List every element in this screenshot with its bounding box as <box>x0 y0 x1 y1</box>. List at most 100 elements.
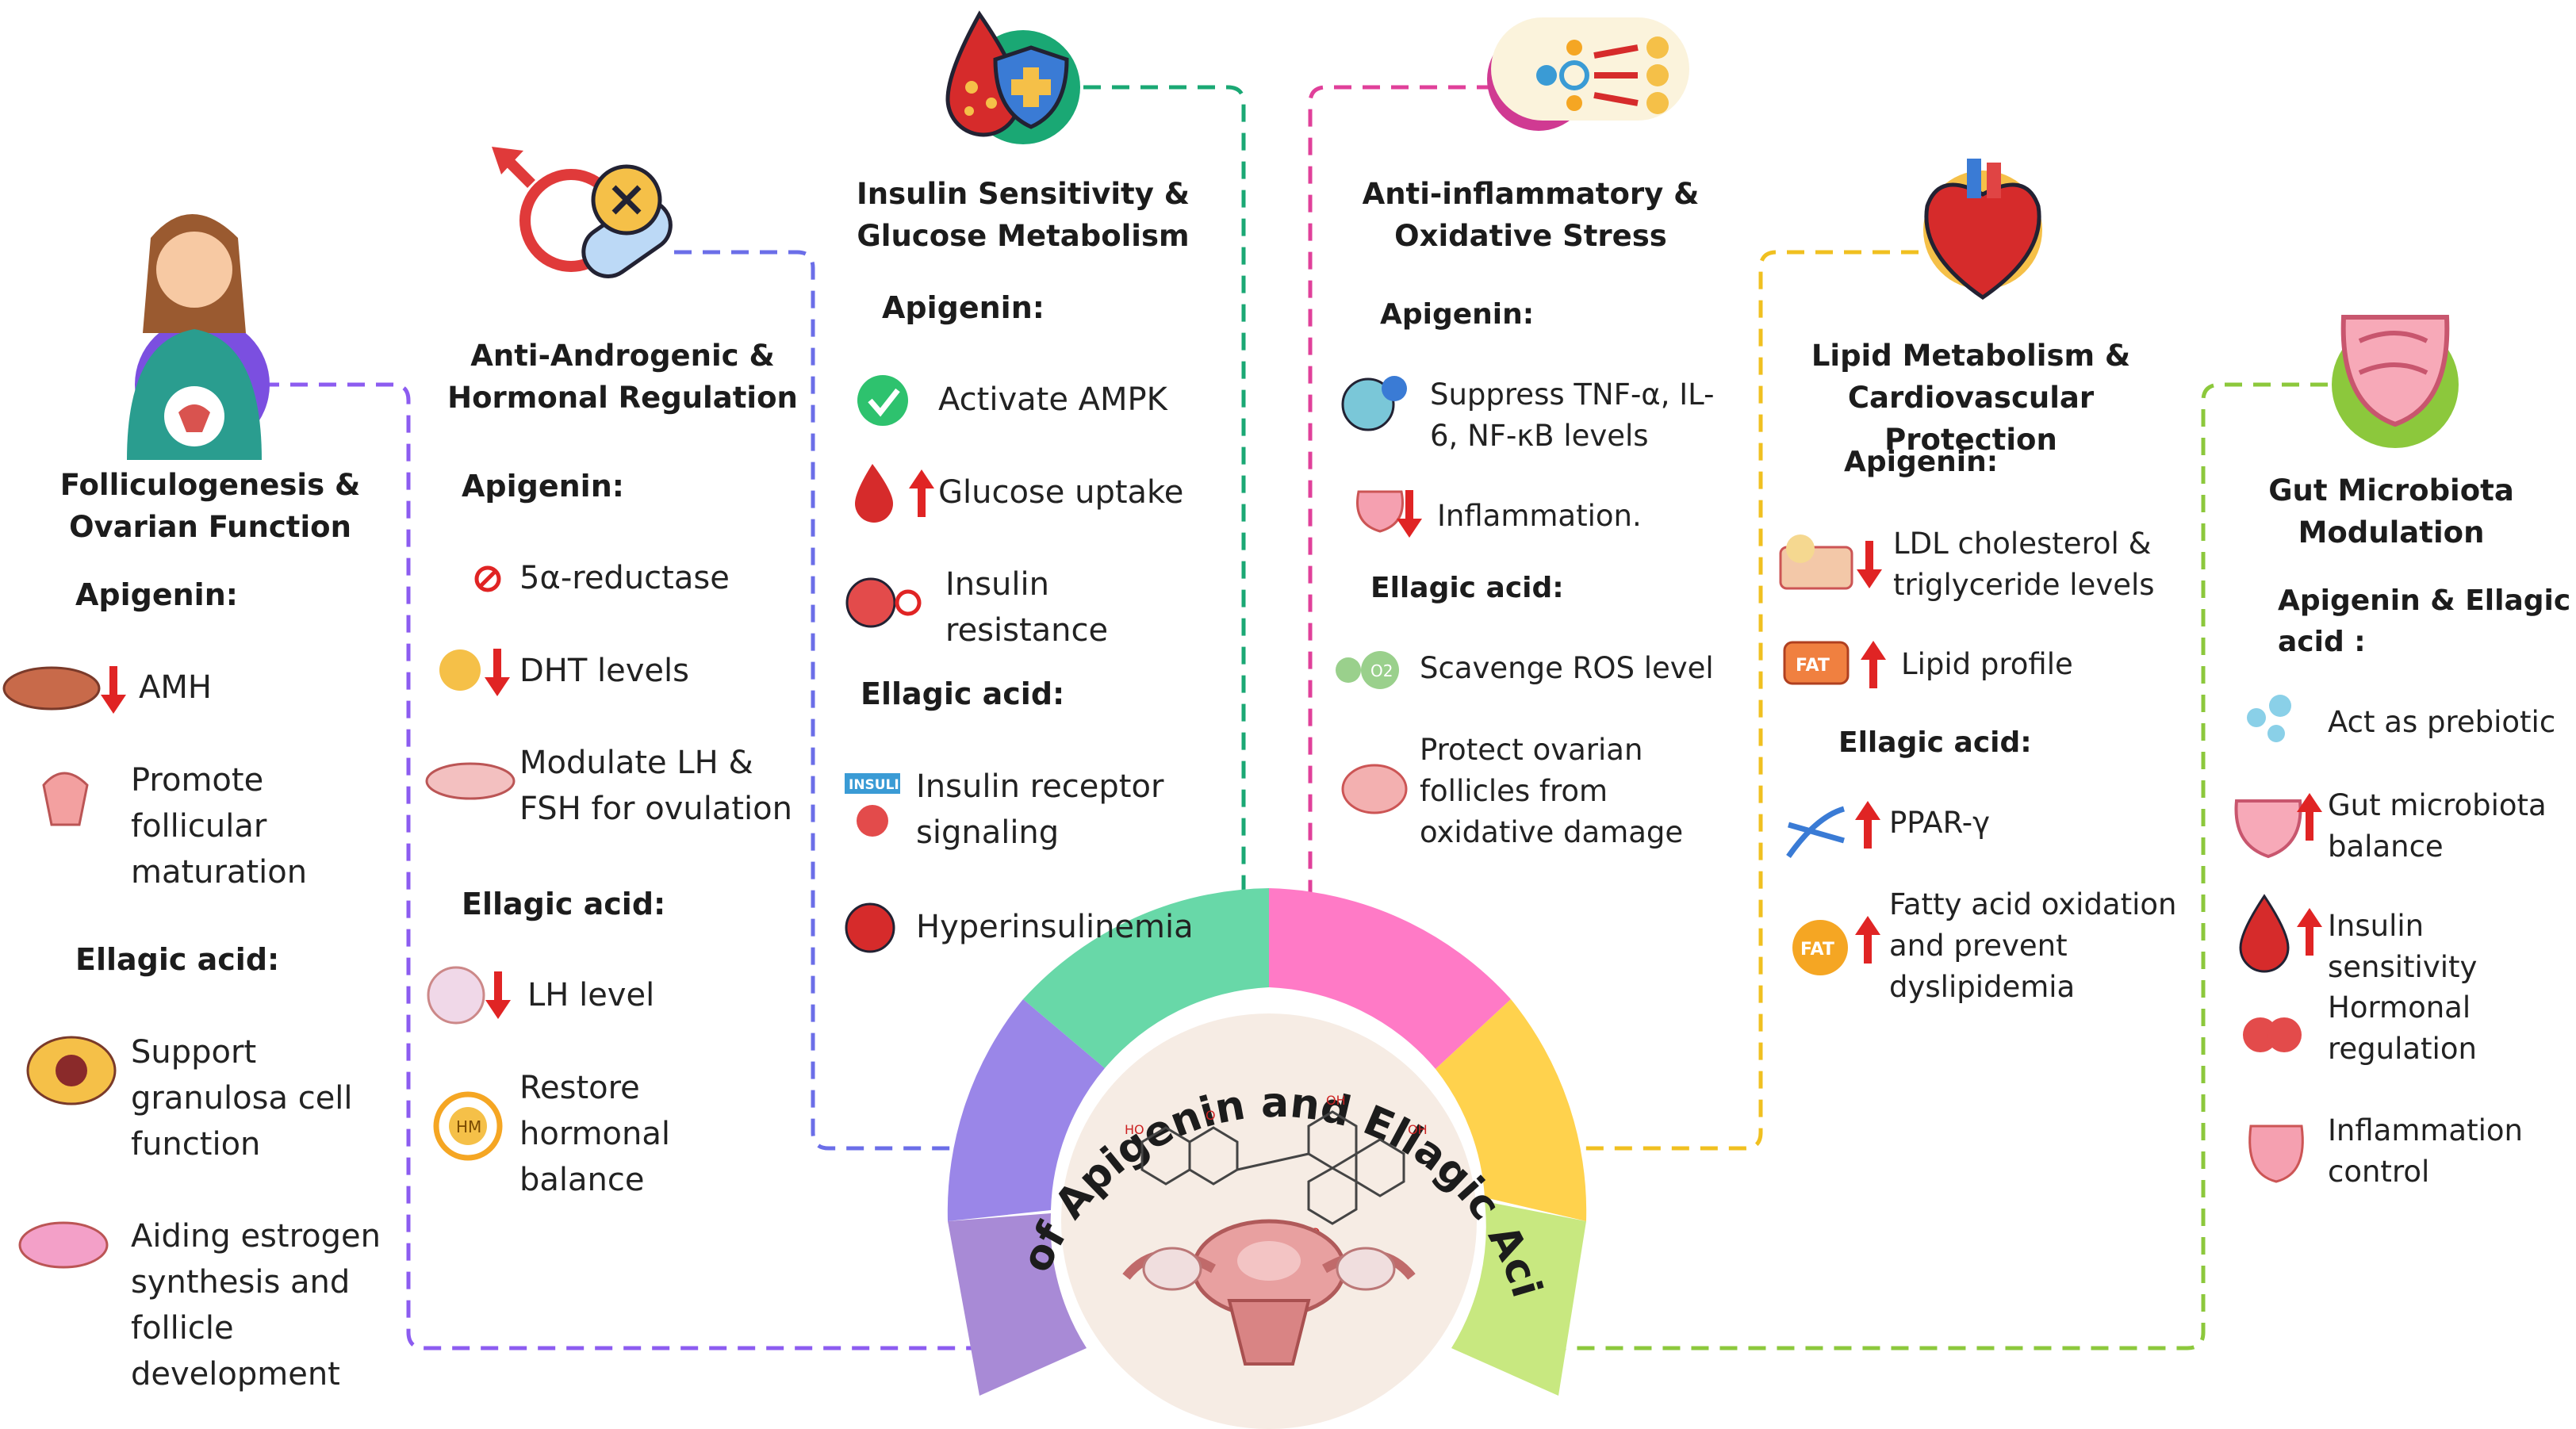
lipid-title: Lipid Metabolism & Cardiovascular Protec… <box>1765 335 2177 461</box>
ros-bubble-icon <box>1336 657 1361 683</box>
insulin-title: Insulin Sensitivity & Glucose Metabolism <box>841 173 1206 257</box>
inflammation-ellagic-label: Ellagic acid: <box>1370 572 1564 604</box>
ovarian-follicle-icon <box>1341 764 1408 814</box>
fat-tissue-icon <box>1783 641 1850 685</box>
insulin-item-glucose: Glucose uptake <box>938 474 1184 511</box>
insulin-apigenin-label: Apigenin: <box>882 290 1045 325</box>
uterus-illustration <box>1122 1219 1416 1366</box>
gut-item-balance: Gut microbiota balance <box>2328 788 2547 864</box>
follicle-item-maturation: Promote follicular maturation <box>131 762 308 891</box>
icon-woman <box>127 214 270 460</box>
lipid-item-fatty-acid: Fatty acid oxidation and prevent dyslipi… <box>1889 887 2177 1004</box>
title-line: Oxidative Stress <box>1394 219 1667 253</box>
ovary-tube-icon <box>42 772 89 826</box>
fat-badge: FAT <box>1796 656 1830 676</box>
item-icons: HM INSULIN O2 FAT FAT <box>2 375 2322 1269</box>
blood-drop-icon <box>855 464 893 523</box>
mol-label: OH <box>1326 1093 1346 1108</box>
icon-inflammation-cells <box>1487 17 1689 131</box>
inflammation-item-protect: Protect ovarian follicles from oxidative… <box>1420 733 1684 849</box>
title-line: Folliculogenesis & <box>59 468 361 502</box>
inflammation-item-tnf: Suppress TNF-α, IL- 6, NF-κB levels <box>1430 377 1715 453</box>
hyperinsulinemia-icon <box>845 902 895 953</box>
mol-label: O <box>1206 1108 1216 1123</box>
follicle-item-amh: AMH <box>139 669 212 706</box>
title-line: Anti-inflammatory & <box>1362 177 1700 211</box>
lipid-item-ppar: PPAR-γ <box>1889 806 1991 840</box>
uterus-icon <box>425 762 516 800</box>
icon-intestine <box>2332 315 2459 448</box>
gut-title: Gut Microbiota Modulation <box>2260 469 2522 554</box>
lipid-apigenin-label: Apigenin: <box>1844 446 1999 478</box>
cell-icon <box>427 966 485 1025</box>
insulin-badge: INSULIN <box>849 777 910 793</box>
gut-item-inflammation: Inflammation control <box>2328 1113 2523 1189</box>
icon-heart <box>1923 159 2042 301</box>
hormone-cycle-icon <box>433 1091 503 1161</box>
hormonal-item-lh: LH level <box>527 977 655 1013</box>
follicle-item-estrogen: Aiding estrogen synthesis and follicle d… <box>131 1218 381 1393</box>
mol-label: HO <box>1125 1122 1144 1137</box>
blocked-icon <box>474 565 501 592</box>
person-icon <box>1341 377 1395 431</box>
lipid-item-ldl: LDL cholesterol & triglyceride levels <box>1893 527 2155 602</box>
bacteria-icon <box>2247 708 2266 727</box>
arrow-down-icon <box>101 666 126 714</box>
inflammation-apigenin-label: Apigenin: <box>1380 298 1535 331</box>
title-line: Ovarian Function <box>69 510 351 544</box>
fat-badge: FAT <box>1800 940 1834 960</box>
icon-gender-pill <box>492 147 673 278</box>
fat-drop-icon <box>1792 920 1848 975</box>
inflammation-item-ros: Scavenge ROS level <box>1420 651 1714 685</box>
insulin-ellagic-label: Ellagic acid: <box>861 676 1065 711</box>
icon-blood-shield <box>945 10 1080 144</box>
insulin-item-resistance: Insulin resistance <box>945 566 1109 649</box>
lipid-ellagic-label: Ellagic acid: <box>1838 726 2032 759</box>
inflamed-gut-icon <box>2248 1124 2304 1183</box>
molecule-structures <box>1140 1110 1405 1225</box>
insulin-resistance-icon <box>845 577 896 628</box>
follicle-title: Folliculogenesis & Ovarian Function <box>36 464 385 548</box>
o2-badge: O2 <box>1370 661 1393 680</box>
insulin-item-ampk: Activate AMPK <box>938 381 1167 418</box>
title-line: Gut Microbiota <box>2268 473 2514 508</box>
inflammation-title: Anti-inflammatory & Oxidative Stress <box>1348 173 1713 257</box>
insulin-item-receptor: Insulin receptor signaling <box>916 768 1164 851</box>
dna-icon <box>1786 806 1846 859</box>
gut-item-prebiotic: Act as prebiotic <box>2328 705 2556 739</box>
inflamed-tissue-icon <box>1356 490 1404 533</box>
hormonal-ellagic-label: Ellagic acid: <box>462 887 666 921</box>
hormonal-item-balance: Restore hormonal balance <box>519 1070 670 1198</box>
title-line: Modulation <box>2298 515 2485 550</box>
gut-item-hormonal: Hormonal regulation <box>2328 990 2477 1066</box>
insulin-receptor-icon <box>845 773 900 794</box>
hm-badge: HM <box>456 1117 481 1136</box>
title-line: Lipid Metabolism & <box>1811 339 2131 373</box>
hormonal-title: Anti-Androgenic & Hormonal Regulation <box>440 335 805 419</box>
check-icon <box>857 375 908 426</box>
mol-label: OH <box>1408 1122 1428 1137</box>
blood-shield-icon <box>2239 894 2290 973</box>
gut-label: Apigenin & Ellagic acid : <box>2278 584 2571 658</box>
molecule-icon <box>439 649 481 691</box>
title-line: Glucose Metabolism <box>857 219 1190 253</box>
title-line: Anti-Androgenic & <box>470 339 775 373</box>
follicle-icon <box>18 1221 109 1269</box>
follicle-item-granulosa: Support granulosa cell function <box>131 1034 353 1163</box>
title-line: Insulin Sensitivity & <box>857 177 1190 211</box>
ovary-icon <box>2 666 101 711</box>
insulin-item-hyperinsulinemia: Hyperinsulinemia <box>916 909 1194 945</box>
inflammation-item-inflammation: Inflammation. <box>1437 499 1642 533</box>
follicle-apigenin-label: Apigenin: <box>75 577 238 612</box>
hormonal-item-dht: DHT levels <box>519 653 689 689</box>
connector-lines <box>262 85 2328 1350</box>
title-line: Cardiovascular Protection <box>1847 381 2095 457</box>
follicle-ellagic-label: Ellagic acid: <box>75 942 280 977</box>
intestine-icon <box>2234 799 2302 859</box>
gut-item-insulin: Insulin sensitivity <box>2328 909 2478 984</box>
hormonal-apigenin-label: Apigenin: <box>462 469 624 504</box>
lipid-item-profile: Lipid profile <box>1901 647 2073 681</box>
title-line: Hormonal Regulation <box>447 381 798 415</box>
hormonal-item-lhfsh: Modulate LH & FSH for ovulation <box>519 745 792 827</box>
